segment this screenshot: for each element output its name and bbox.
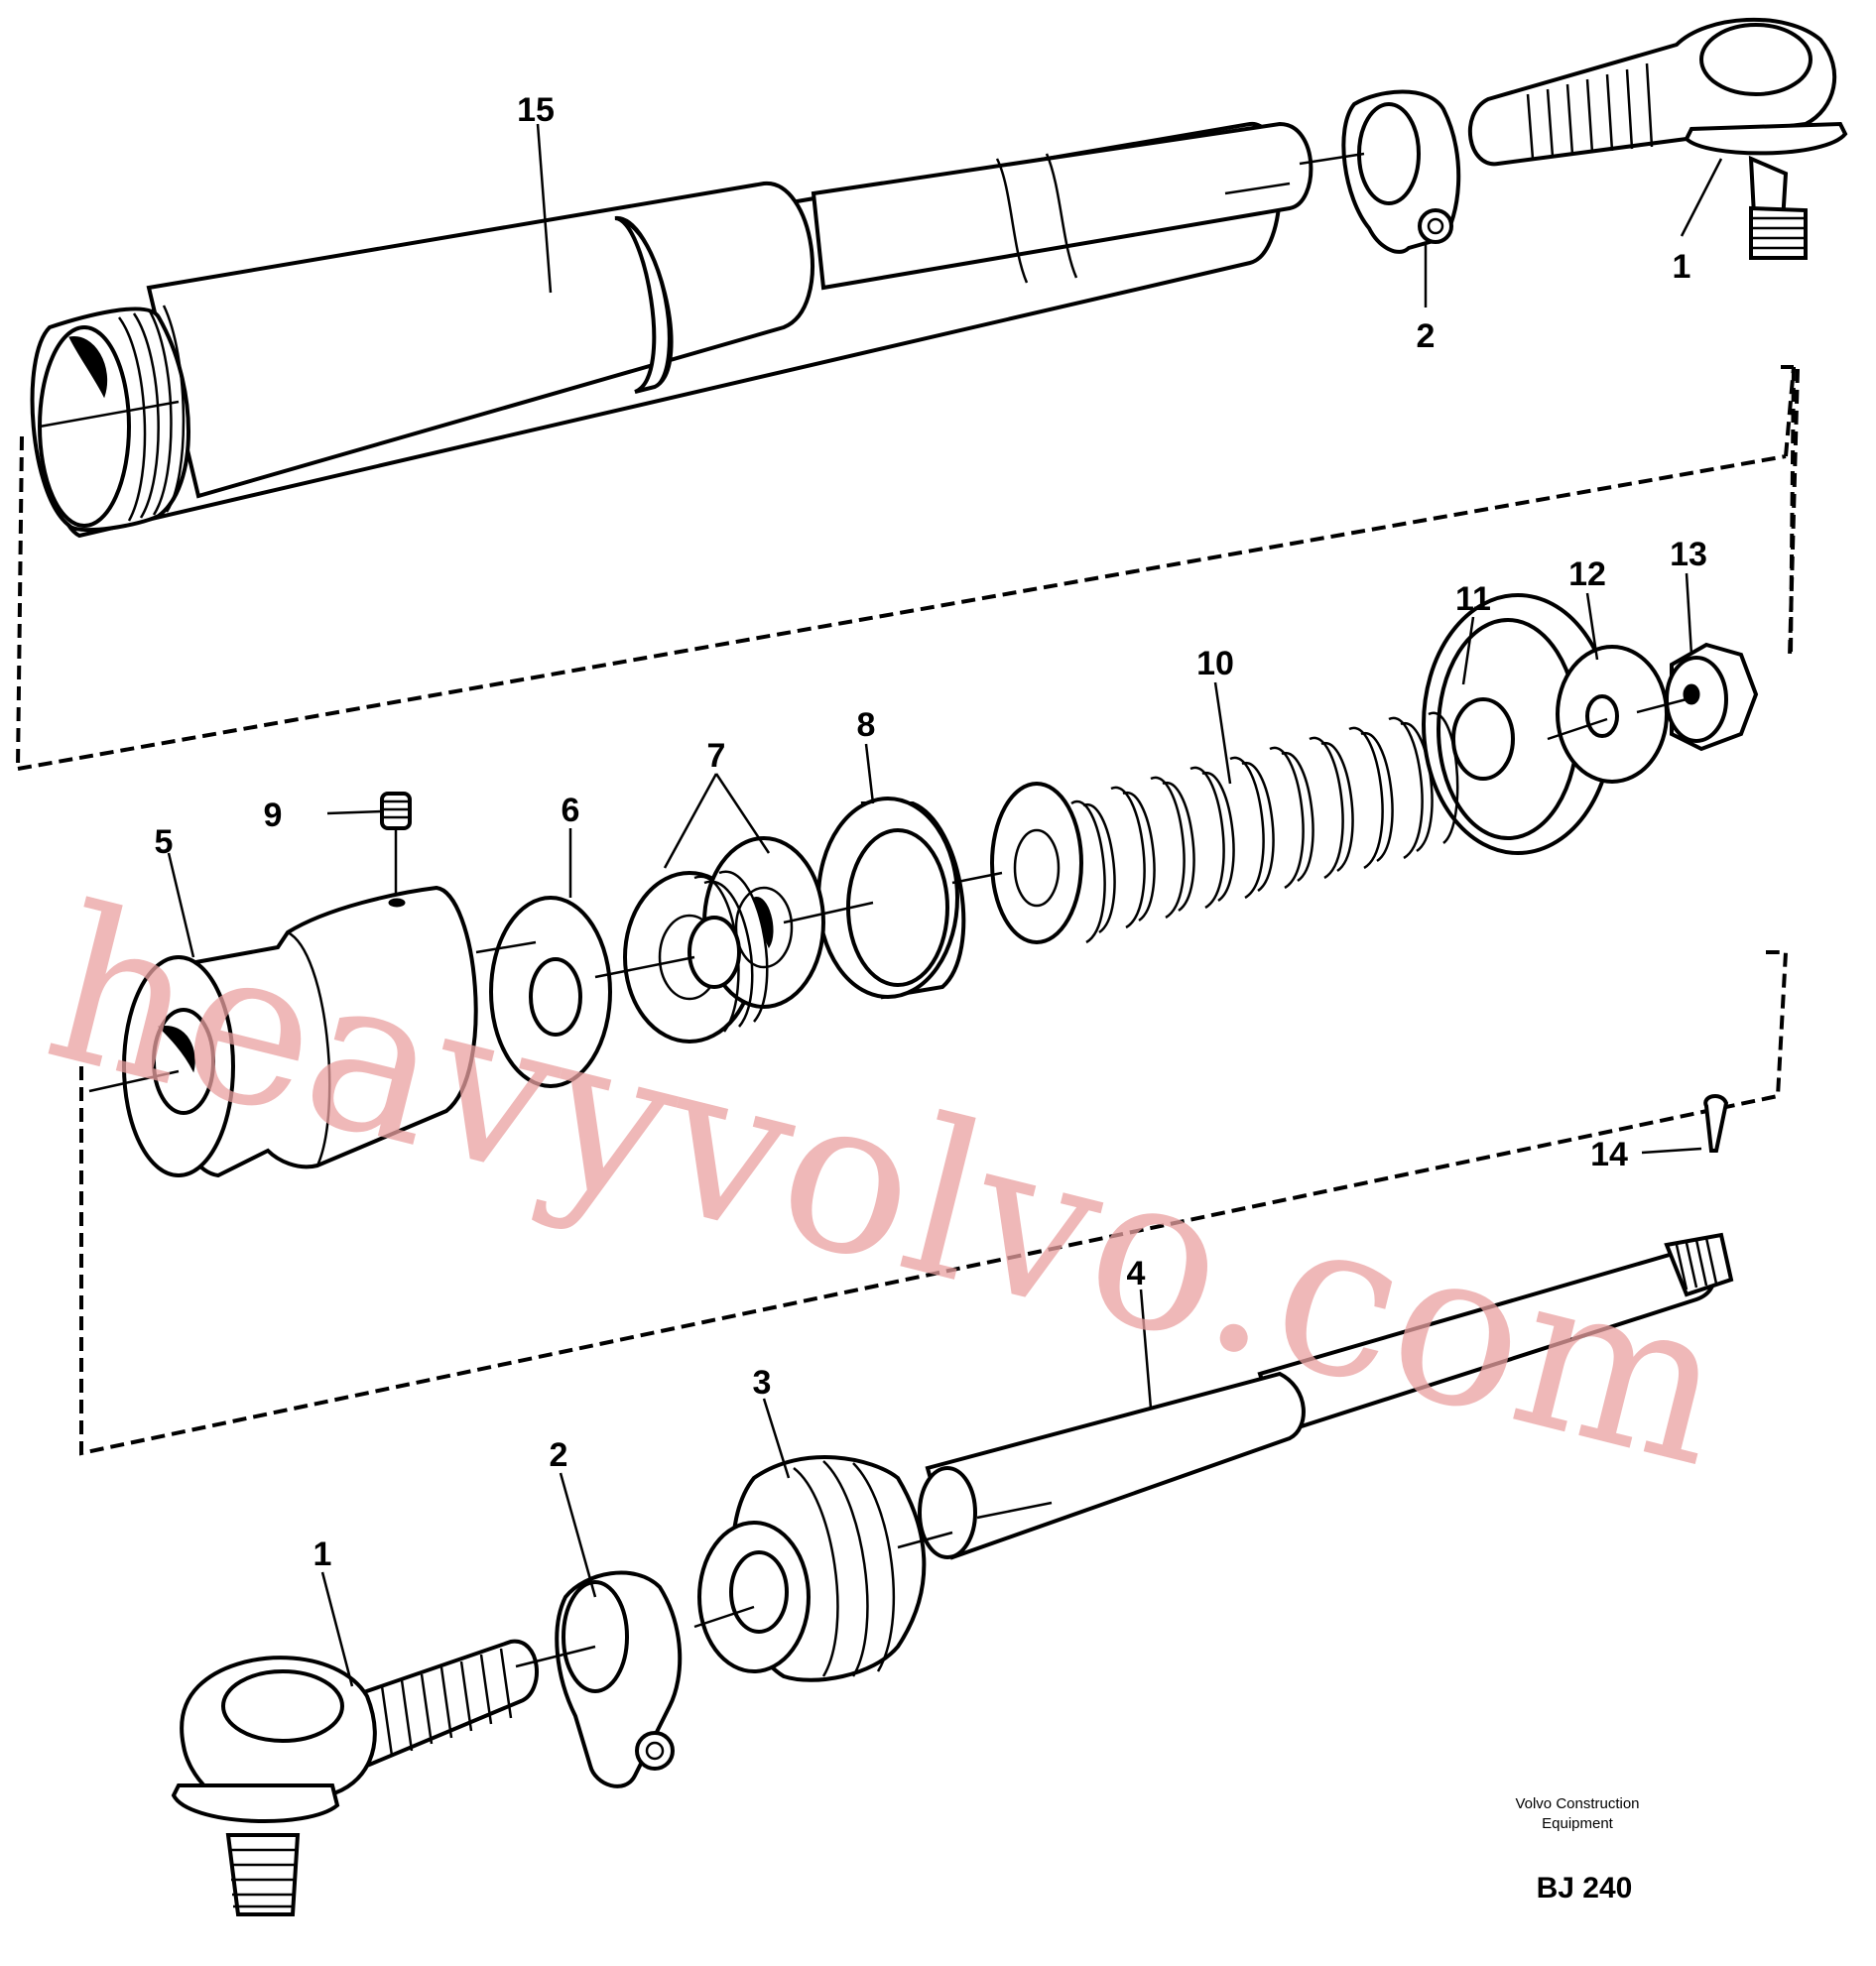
rod-4 bbox=[918, 1232, 1734, 1560]
leader-lines bbox=[167, 123, 1723, 1687]
caption-company: Volvo Construction bbox=[1515, 1795, 1639, 1812]
assembly-axis-lower bbox=[515, 1531, 953, 1668]
boot-3 bbox=[697, 1455, 927, 1682]
callout-1-top: 1 bbox=[1673, 248, 1691, 286]
callout-5: 5 bbox=[155, 823, 174, 861]
callout-2-top: 2 bbox=[1417, 317, 1436, 355]
callout-1-bottom: 1 bbox=[313, 1536, 332, 1573]
upper-group-outline bbox=[16, 365, 1796, 771]
callout-11: 11 bbox=[1455, 580, 1491, 618]
end-piece-5 bbox=[122, 885, 478, 1178]
callout-10: 10 bbox=[1196, 645, 1234, 682]
cylinder-tube bbox=[30, 121, 1313, 539]
callout-14: 14 bbox=[1590, 1136, 1628, 1173]
bottom-ball-joint bbox=[171, 1639, 539, 1916]
cotter-pin-14 bbox=[1703, 1094, 1729, 1153]
nut-13 bbox=[1665, 642, 1759, 752]
top-clamp bbox=[1341, 89, 1461, 254]
seal-11 bbox=[1422, 593, 1614, 855]
top-ball-joint bbox=[1468, 17, 1848, 260]
callout-8: 8 bbox=[857, 706, 876, 744]
callout-6: 6 bbox=[562, 792, 580, 829]
callout-2-bottom: 2 bbox=[550, 1436, 568, 1474]
washer-12 bbox=[1556, 645, 1669, 784]
assembly-axis-upper bbox=[39, 152, 1365, 429]
callout-9: 9 bbox=[264, 797, 283, 834]
spring-10 bbox=[990, 711, 1459, 944]
upper-group-outline-right bbox=[1788, 368, 1800, 658]
callout-15: 15 bbox=[517, 91, 555, 129]
drawing-id: BJ 240 bbox=[1537, 1872, 1633, 1905]
assembly-axis-middle bbox=[88, 697, 1688, 1093]
cups-7 bbox=[623, 836, 825, 1044]
callout-3: 3 bbox=[753, 1364, 772, 1402]
lower-group-outline bbox=[79, 950, 1789, 1456]
caption-equipment: Equipment bbox=[1542, 1815, 1614, 1832]
callout-4: 4 bbox=[1127, 1255, 1146, 1292]
callout-12: 12 bbox=[1568, 555, 1606, 593]
bottom-clamp bbox=[555, 1570, 683, 1788]
bushing-8 bbox=[816, 797, 966, 1000]
callout-13: 13 bbox=[1670, 536, 1707, 573]
callout-7: 7 bbox=[707, 737, 726, 775]
grease-nipple-9 bbox=[380, 792, 412, 893]
